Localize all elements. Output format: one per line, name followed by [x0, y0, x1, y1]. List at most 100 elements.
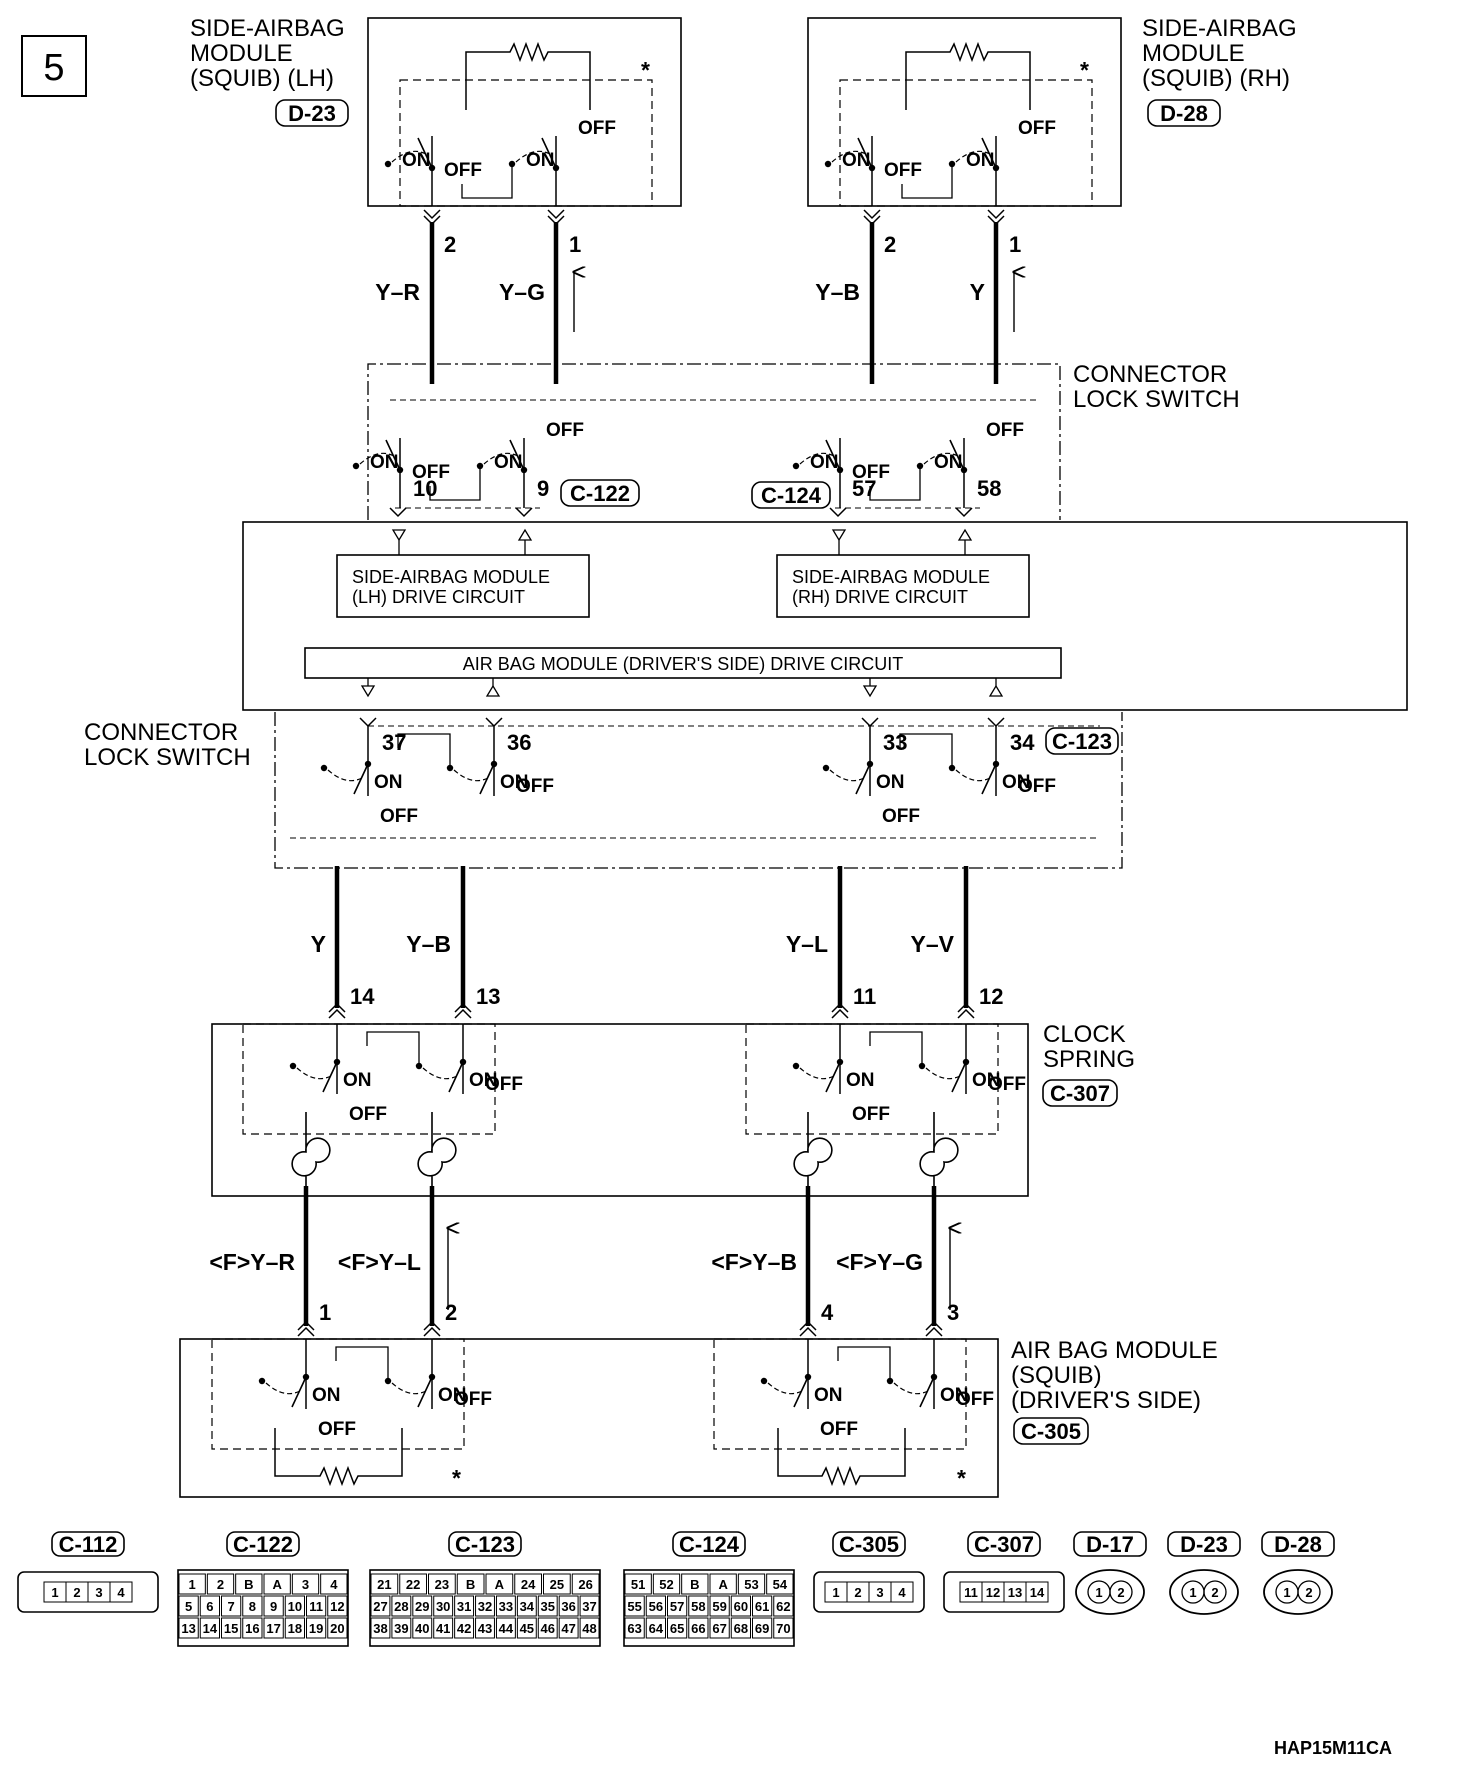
- wire-code-low-4: <F>Y–B: [711, 1249, 797, 1275]
- lh-squib-off-text-2: OFF: [578, 118, 616, 139]
- lh-squib-off-contact: [384, 160, 392, 168]
- legend-cell-text: 35: [540, 1599, 554, 1614]
- legend-cell: [667, 1595, 688, 1617]
- clock-spring-box: [211, 1023, 1029, 1197]
- cs-left-off-link: [366, 1031, 420, 1064]
- legend-cell-text: 33: [499, 1599, 513, 1614]
- db-right-switch-1: ON: [760, 1339, 843, 1409]
- legend-cell: [391, 1617, 412, 1639]
- db-left-on-text: ON: [312, 1385, 341, 1406]
- legend-body: [1169, 1569, 1239, 1615]
- legend-cell: [206, 1573, 235, 1595]
- legend-cell: [284, 1617, 305, 1639]
- legend-cell: [454, 1617, 475, 1639]
- c122-lock-off-contact: [476, 462, 484, 470]
- db-left-inner: [211, 1338, 465, 1450]
- legend-cell: [306, 1617, 327, 1639]
- c122-lock-off-text-2: OFF: [546, 420, 584, 441]
- rh-squib-off-link: [901, 166, 953, 199]
- cs-right-off-text-1: OFF: [852, 1104, 890, 1125]
- db-left-actuator: [391, 1382, 427, 1395]
- wire-code-mid-14: Y: [311, 931, 326, 957]
- legend-cell-text: 29: [415, 1599, 429, 1614]
- legend-cell: [178, 1595, 199, 1617]
- c123-lock-right-actuator: [829, 769, 865, 782]
- cls-lower-label-1: CONNECTOR: [84, 719, 238, 746]
- cls-upper-label-2: LOCK SWITCH: [1073, 386, 1240, 413]
- legend-cell-text: 40: [415, 1621, 429, 1636]
- rh-squib-switch-2: ON: [948, 136, 1000, 206]
- db-right-resistor: [777, 1428, 906, 1487]
- rh-squib-on-text: ON: [966, 150, 995, 171]
- legend-cell-text: 62: [776, 1599, 790, 1614]
- legend-id-badge: [51, 1531, 125, 1557]
- legend-cell: [652, 1573, 681, 1595]
- c122-lock-on-text: ON: [370, 452, 399, 473]
- legend-cell: [412, 1617, 433, 1639]
- legend-cell-text: B: [244, 1577, 253, 1592]
- db-left-resistor: [274, 1428, 403, 1487]
- badge-c307: C-307: [1050, 1081, 1110, 1106]
- legend-body: [1075, 1569, 1145, 1615]
- pin-db-2: 2: [445, 1300, 457, 1325]
- legend-cell-text: 36: [561, 1599, 575, 1614]
- legend-cell-text: 44: [499, 1621, 514, 1636]
- pin-c124-58: 58: [977, 476, 1001, 501]
- legend-cell-text: 9: [270, 1599, 277, 1614]
- legend-cell-text: 1: [832, 1585, 839, 1600]
- c124-lock-off-contact: [916, 462, 924, 470]
- legend-cell: [543, 1573, 571, 1595]
- c123-lock-left-actuator: [327, 769, 363, 782]
- wire-code-lh-2: Y–R: [375, 279, 420, 305]
- legend-cell-text: 24: [521, 1577, 536, 1592]
- legend-cell-text: 11: [309, 1599, 323, 1614]
- db-right-off-text-2: OFF: [956, 1389, 994, 1410]
- cs-right-off-link: [869, 1031, 923, 1064]
- c123-lock-right-on-text: ON: [876, 772, 905, 793]
- driver-airbag-label-1: AIR BAG MODULE: [1011, 1337, 1218, 1364]
- pin-cs-13: 13: [476, 984, 500, 1009]
- legend-cell: [433, 1595, 454, 1617]
- legend-cell-text: 1: [1095, 1585, 1102, 1600]
- current-flow-arrows: [448, 272, 1014, 1310]
- c123-lock-right-pivot: [992, 760, 1000, 768]
- legend-cell: [709, 1573, 737, 1595]
- c123-lock-right-pivot: [866, 760, 874, 768]
- legend-cell: [752, 1617, 773, 1639]
- c123-lock-left-on-text: ON: [374, 772, 403, 793]
- legend-id-badge: [1073, 1531, 1147, 1557]
- c122-lock-pivot: [396, 466, 404, 474]
- legend-cell: [475, 1617, 495, 1639]
- legend-cell: [454, 1595, 475, 1617]
- legend-cell-text: 67: [712, 1621, 726, 1636]
- c122-lock-actuator: [359, 452, 395, 465]
- legend-cell: [730, 1617, 751, 1639]
- db-left-pivot: [428, 1373, 436, 1381]
- legend-id-badge: [672, 1531, 746, 1557]
- rh-squib-resistor: [905, 41, 1031, 110]
- legend-cell-text: 16: [245, 1621, 259, 1636]
- legend-cell-text: 5: [185, 1599, 192, 1614]
- page-number: 5: [43, 47, 64, 89]
- legend-cell: [263, 1573, 291, 1595]
- legend-cell: [263, 1595, 284, 1617]
- legend-cell-text: 57: [670, 1599, 684, 1614]
- legend-cell-text: 21: [377, 1577, 391, 1592]
- c123-lock-left-off-contact: [320, 764, 328, 772]
- legend-cell: [433, 1617, 454, 1639]
- legend-cell-text: 2: [73, 1585, 80, 1600]
- lh-squib-pivot: [552, 164, 560, 172]
- legend-cell: [537, 1595, 558, 1617]
- legend-cell-text: 54: [773, 1577, 788, 1592]
- wire-code-mid-12: Y–V: [911, 931, 955, 957]
- legend-cell: [370, 1573, 399, 1595]
- legend-cell-text: 3: [302, 1577, 309, 1592]
- pin-c122-9: 9: [537, 476, 549, 501]
- legend-cell-text: 30: [436, 1599, 450, 1614]
- legend-cell-text: 37: [582, 1599, 596, 1614]
- db-left-off-text-1: OFF: [318, 1419, 356, 1440]
